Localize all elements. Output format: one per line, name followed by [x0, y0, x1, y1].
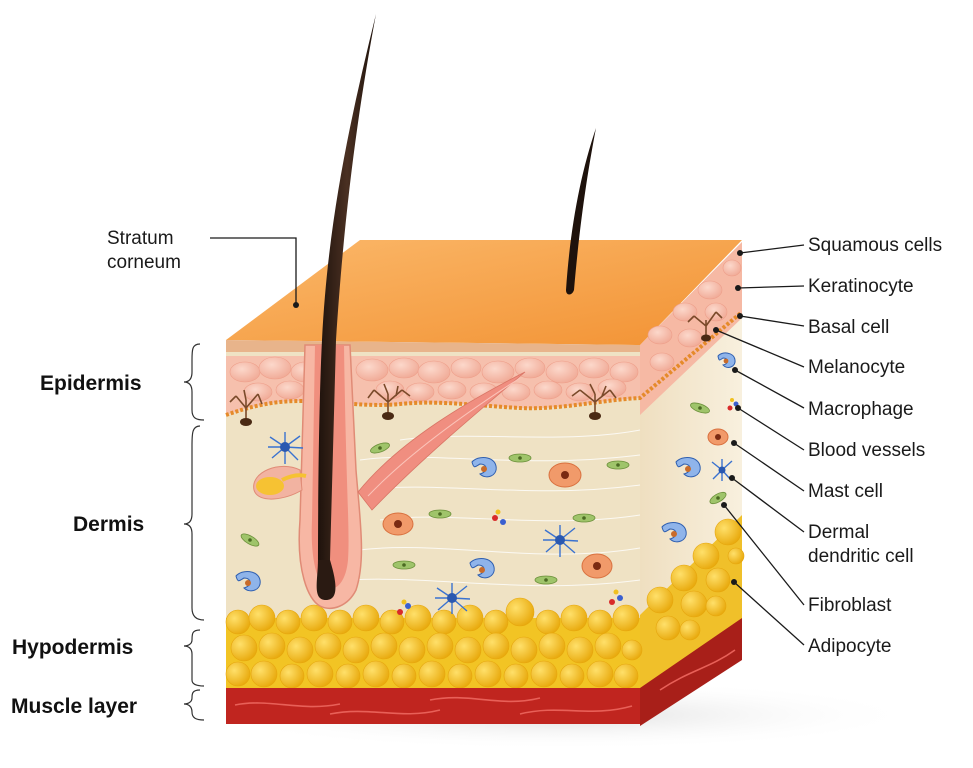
- label-mast-cell: Mast cell: [808, 481, 883, 502]
- epidermis-brace: [183, 343, 205, 421]
- leader-macrophage: [734, 369, 805, 409]
- label-fibroblast: Fibroblast: [808, 595, 892, 616]
- leader-adipocyte: [733, 581, 805, 646]
- dendritic-nuclei: [280, 442, 726, 603]
- label-blood-vessels: Blood vessels: [808, 440, 925, 461]
- label-keratinocyte: Keratinocyte: [808, 276, 914, 297]
- label-stratum-corneum-line1: Stratum: [107, 228, 174, 249]
- label-hypodermis: Hypodermis: [12, 636, 133, 659]
- leader-mast-cell: [733, 442, 805, 492]
- blood-vessel-cells: [397, 398, 739, 615]
- leader-basal-cell: [739, 315, 805, 327]
- basal-cell-layer: [225, 310, 744, 417]
- right-leaders: [715, 244, 805, 646]
- label-dermal-dendritic-line2: dendritic cell: [808, 546, 914, 567]
- melanocyte-nuclei: [240, 334, 711, 426]
- label-basal-cell: Basal cell: [808, 317, 889, 338]
- fibroblast-nuclei: [248, 406, 720, 582]
- leader-squamous-cells: [739, 244, 805, 254]
- leader-fibroblast: [723, 504, 805, 606]
- leader-keratinocyte: [737, 285, 805, 289]
- leader-blood-vessels: [737, 407, 805, 451]
- dermal-dendritic-cells: [268, 432, 733, 614]
- melanocytes: [229, 311, 723, 420]
- adipocyte-cells: [225, 518, 745, 689]
- macrophage-nuclei: [245, 358, 729, 586]
- mast-cells: [382, 428, 729, 579]
- stratum-corneum-surface: [226, 240, 742, 345]
- hair-follicle: [253, 14, 376, 610]
- label-melanocyte: Melanocyte: [808, 357, 905, 378]
- muscle-layer: [226, 688, 640, 724]
- label-macrophage: Macrophage: [808, 399, 914, 420]
- muscle-brace: [183, 689, 205, 721]
- leader-dermal-dendritic: [731, 477, 805, 533]
- label-adipocyte: Adipocyte: [808, 636, 891, 657]
- right-leader-dots: [713, 250, 743, 585]
- leader-dot-stratum-corneum: [293, 302, 299, 308]
- right-labels: Squamous cells Keratinocyte Basal cell M…: [808, 235, 942, 657]
- label-dermal-dendritic-line1: Dermal: [808, 522, 869, 543]
- keratinocyte-cells: [229, 259, 742, 402]
- layer-braces: [183, 343, 205, 721]
- muscle-fibers: [234, 649, 736, 715]
- macrophages: [235, 352, 736, 592]
- leader-stratum-corneum: [210, 237, 297, 305]
- label-stratum-corneum-line2: corneum: [107, 252, 181, 273]
- label-epidermis: Epidermis: [40, 372, 142, 395]
- arrector-pili-muscle: [357, 371, 526, 511]
- label-dermis: Dermis: [73, 513, 144, 536]
- hypodermis-brace: [183, 629, 205, 687]
- leader-melanocyte: [715, 329, 805, 368]
- hair-shaft-small: [566, 128, 596, 295]
- label-muscle-layer: Muscle layer: [11, 695, 137, 718]
- dermis-brace: [183, 425, 205, 621]
- label-squamous-cells: Squamous cells: [808, 235, 942, 256]
